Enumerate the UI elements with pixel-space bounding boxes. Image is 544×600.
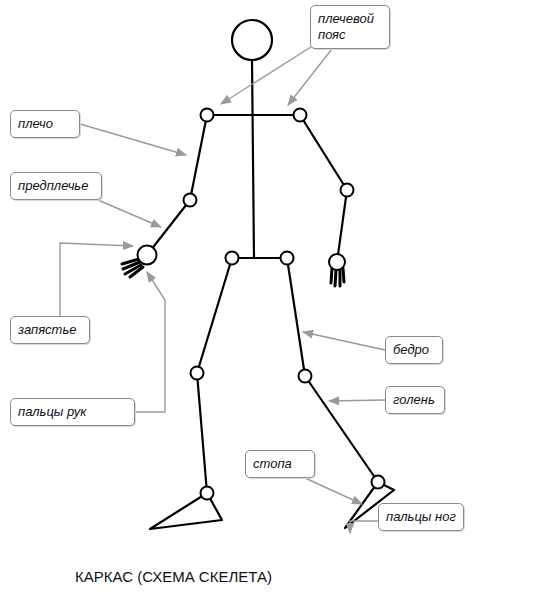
part-label: голень [393, 392, 437, 408]
callout-box: стопа [245, 450, 315, 478]
left-thigh [197, 258, 232, 373]
leader-line [305, 478, 362, 504]
callout-box: запястье [10, 316, 90, 344]
part-label: предплечье [18, 178, 94, 194]
leader-line [329, 400, 385, 401]
left-upper-arm [190, 115, 207, 200]
leader-line [303, 332, 385, 350]
callout-box: пальцы ног [378, 503, 464, 531]
part-label: бедро [393, 342, 435, 358]
spine [252, 60, 254, 258]
part-label: пальцы рук [18, 404, 127, 420]
leader-line [98, 200, 161, 227]
leader-line [350, 521, 378, 533]
callout-box: предплечье [10, 172, 102, 200]
leader-line [221, 45, 314, 104]
callout-box: плечо [10, 110, 80, 138]
part-label: плечо [18, 116, 72, 132]
callout-box: плечевой пояс [310, 5, 390, 49]
callout-box: бедро [385, 336, 443, 364]
right-shin [305, 376, 378, 482]
leader-line [288, 49, 332, 105]
part-label: плечевой пояс [318, 11, 382, 43]
callout-box: голень [385, 386, 445, 414]
part-label: запястье [18, 322, 82, 338]
leader-line [135, 272, 165, 412]
callout-box: пальцы рук [10, 398, 135, 426]
hip-line [232, 257, 287, 259]
caption: КАРКАС (СХЕМА СКЕЛЕТА) [75, 568, 272, 585]
head [232, 20, 272, 60]
part-label: пальцы ног [386, 509, 456, 525]
right-upper-arm [300, 115, 347, 190]
right-forearm [337, 190, 347, 262]
right-thigh [287, 258, 305, 376]
joints [138, 109, 385, 500]
left-shin [197, 373, 207, 493]
leader-line [80, 124, 186, 155]
leader-line [60, 243, 133, 316]
part-label: стопа [253, 456, 307, 472]
shoulder-line [207, 114, 300, 116]
